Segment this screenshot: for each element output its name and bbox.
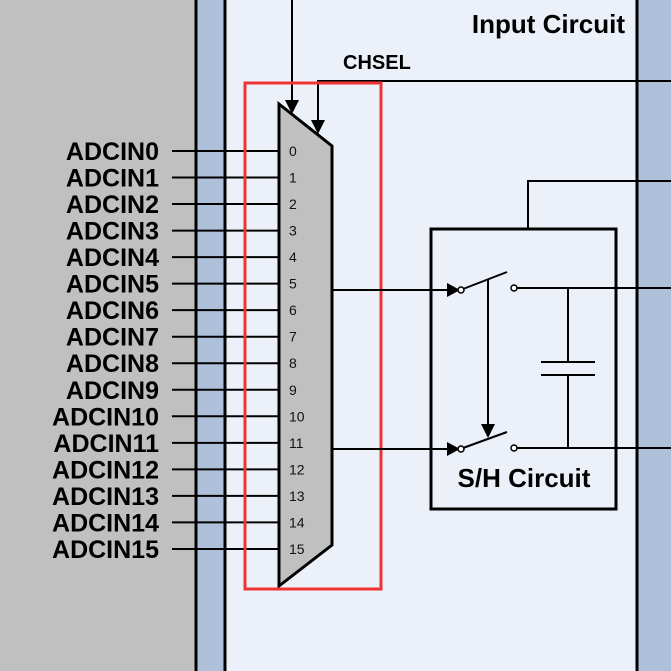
input-label-4: ADCIN4 bbox=[66, 244, 159, 272]
mux-pin-2: 2 bbox=[289, 196, 297, 212]
input-label-2: ADCIN2 bbox=[66, 191, 159, 219]
outer-region bbox=[0, 0, 196, 671]
input-label-0: ADCIN0 bbox=[66, 138, 159, 166]
switch-b-blade bbox=[462, 431, 508, 449]
mux-pin-11: 11 bbox=[289, 435, 304, 451]
mux-pin-1: 1 bbox=[289, 170, 297, 186]
mux-pin-5: 5 bbox=[289, 276, 297, 292]
sh-control-line bbox=[527, 180, 671, 229]
sh-circuit-label: S/H Circuit bbox=[458, 463, 591, 493]
chsel-line bbox=[317, 80, 671, 120]
sh-circuit-block bbox=[429, 227, 618, 511]
mux-highlight-box bbox=[243, 81, 383, 591]
mux-pin-14: 14 bbox=[289, 514, 305, 530]
input-label-12: ADCIN12 bbox=[52, 456, 159, 484]
mux-pin-6: 6 bbox=[289, 302, 297, 318]
panel-title: Input Circuit bbox=[472, 9, 625, 39]
right-border-band bbox=[637, 0, 671, 671]
input-label-8: ADCIN8 bbox=[66, 350, 159, 378]
input-label-13: ADCIN13 bbox=[52, 483, 159, 511]
mux-pin-7: 7 bbox=[289, 329, 297, 345]
chsel-arrow-icon bbox=[311, 120, 325, 134]
mux-pin-10: 10 bbox=[289, 408, 305, 424]
switch-b-contact-out bbox=[510, 444, 518, 452]
mux-pin-12: 12 bbox=[289, 461, 305, 477]
input-label-9: ADCIN9 bbox=[66, 377, 159, 405]
mux-pin-9: 9 bbox=[289, 382, 297, 398]
switch-b-arrow-icon bbox=[447, 442, 460, 456]
switch-b-contact-in bbox=[457, 445, 465, 453]
switch-a-contact-in bbox=[457, 286, 465, 294]
mux-pin-0: 0 bbox=[289, 143, 297, 159]
input-label-6: ADCIN6 bbox=[66, 297, 159, 325]
input-label-14: ADCIN14 bbox=[52, 509, 159, 537]
switch-link-arrow-icon bbox=[481, 424, 495, 438]
chsel-label: CHSEL bbox=[343, 52, 411, 74]
mux-pin-13: 13 bbox=[289, 488, 305, 504]
input-label-15: ADCIN15 bbox=[52, 536, 159, 564]
input-label-5: ADCIN5 bbox=[66, 271, 159, 299]
switch-a-arrow-icon bbox=[447, 283, 460, 297]
mux-pin-8: 8 bbox=[289, 355, 297, 371]
mux-pin-3: 3 bbox=[289, 223, 297, 239]
control-arrow-icon bbox=[285, 100, 299, 114]
input-label-1: ADCIN1 bbox=[66, 165, 159, 193]
mux-pin-4: 4 bbox=[289, 249, 297, 265]
mux-pin-15: 15 bbox=[289, 541, 305, 557]
input-label-7: ADCIN7 bbox=[66, 324, 159, 352]
analog-mux bbox=[277, 100, 334, 590]
input-label-11: ADCIN11 bbox=[53, 430, 159, 458]
input-label-3: ADCIN3 bbox=[66, 218, 159, 246]
input-lines: ADCIN0ADCIN1ADCIN2ADCIN3ADCIN4ADCIN5ADCI… bbox=[52, 138, 279, 564]
input-label-10: ADCIN10 bbox=[52, 403, 159, 431]
switch-a-contact-out bbox=[510, 284, 518, 292]
left-border-band bbox=[196, 0, 225, 671]
switch-a-blade bbox=[462, 271, 508, 290]
